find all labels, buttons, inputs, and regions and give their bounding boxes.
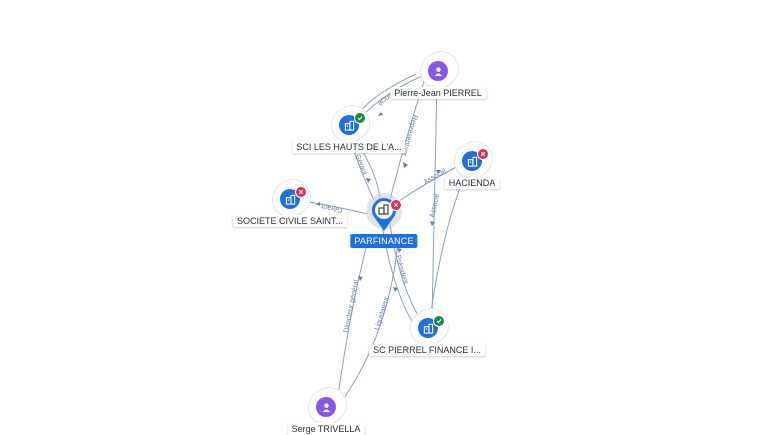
edge-label-serge-center: Directeur général [343, 279, 360, 334]
inactive-status-icon [477, 148, 489, 160]
active-status-icon [433, 315, 445, 327]
node-label: SOCIETE CIVILE SAINT... [232, 215, 348, 227]
edge-label-serge-center-b: Liquidateur [374, 295, 391, 331]
node-label: Serge TRIVELLA [287, 423, 365, 435]
edge-arrows [316, 112, 441, 292]
edge-pierre-jean-sc-pierrel [431, 79, 438, 321]
node-label: HACIENDA [444, 177, 500, 189]
arrow-head [436, 170, 441, 174]
arrow-head [393, 287, 398, 292]
person-icon [316, 397, 336, 417]
inactive-status-icon [295, 186, 307, 198]
arrow-head [378, 112, 383, 116]
inactive-status-icon [390, 199, 402, 211]
node-label: SCI LES HAUTS DE L'A... [292, 141, 406, 153]
edge-label-center-societe: Gérant [321, 202, 343, 213]
node-label: Pierre-Jean PIERREL [390, 87, 486, 99]
arrow-head [430, 221, 435, 226]
active-status-icon [354, 112, 366, 124]
arrow-head [316, 202, 320, 206]
arrow-head [366, 178, 371, 183]
edge-label-center-sc: Président [394, 255, 409, 285]
arrow-head [397, 248, 402, 253]
edge-label-pj-hacienda: Associé [429, 193, 441, 219]
edge-serge-parfinance [337, 239, 369, 397]
arrow-head [358, 276, 363, 281]
arrow-head [403, 162, 408, 168]
node-label: SC PIERREL FINANCE I... [369, 344, 485, 356]
center-node-label: PARFINANCE [350, 234, 418, 248]
person-icon [428, 61, 448, 81]
